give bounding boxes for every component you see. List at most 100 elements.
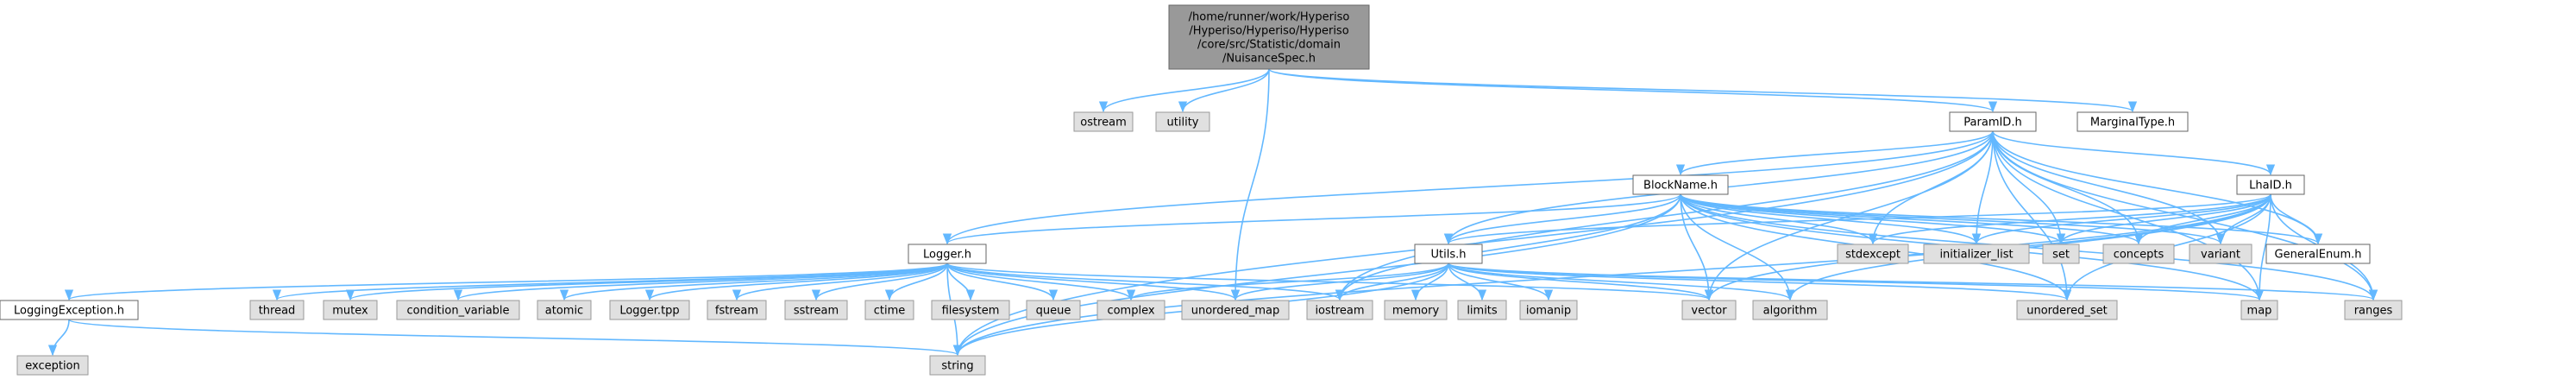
edge-utils-to-algorithm [1448,263,1794,301]
node-fstream-label: fstream [715,305,758,318]
node-lhaid[interactable]: LhaID.h [2236,174,2305,195]
node-generalenum[interactable]: GeneralEnum.h [2265,244,2371,264]
edge-lhaid-to-map [2254,193,2271,301]
node-iomanip-box [1519,300,1578,320]
edge-lhaid-to-initializer_list [1972,193,2271,245]
node-utility: utility [1155,111,1210,132]
edge-logger-to-queue [946,263,1059,301]
node-sstream: sstream [784,300,848,320]
node-thread: thread [249,300,305,320]
node-loggertpp: Logger.tpp [609,300,690,320]
edge-logger-to-mutex [346,263,948,301]
node-vector-box [1681,300,1737,320]
node-iomanip-label: iomanip [1526,305,1571,318]
edge-utils-to-ranges [1448,263,2378,301]
node-ctime: ctime [864,300,914,320]
node-root-label: /core/src/Statistic/domain [1197,39,1341,52]
node-stdexcept-box [1837,244,1909,264]
node-concepts: concepts [2102,244,2175,264]
node-marginaltype[interactable]: MarginalType.h [2077,111,2189,132]
node-set-box [2042,244,2080,264]
edges-layer [47,68,2378,357]
edge-root-to-unordered_map [1230,68,1270,301]
node-utils-label: Utils.h [1431,249,1467,262]
node-utils[interactable]: Utils.h [1414,244,1483,264]
node-queue-label: queue [1036,305,1071,318]
edge-logger-to-fstream [732,263,948,301]
node-ranges-label: ranges [2354,305,2393,318]
node-unordered_set-label: unordered_set [2026,305,2107,318]
edge-blockname-to-stdexcept [1680,193,1878,245]
node-root[interactable]: /home/runner/work/Hyperiso/Hyperiso/Hype… [1168,4,1370,70]
edge-blockname-to-vector [1680,193,1714,301]
node-logger[interactable]: Logger.h [908,244,987,264]
node-limits-box [1457,300,1507,320]
node-stdexcept-label: stdexcept [1845,249,1901,262]
node-exception-box [16,355,89,376]
node-utility-label: utility [1167,117,1199,130]
edge-loggingexception-to-exception [47,319,70,357]
node-ctime-label: ctime [874,305,906,318]
node-vector-label: vector [1691,305,1727,318]
edge-blockname-to-logger [943,193,1681,245]
edge-utils-to-limits [1448,263,1487,301]
node-mutex-label: mutex [332,305,368,318]
node-unordered_set-box [2016,300,2118,320]
edge-lhaid-to-generalenum [2270,193,2323,245]
node-blockname-box [1632,174,1729,195]
edge-paramid-to-lhaid [1992,130,2275,176]
node-blockname-label: BlockName.h [1643,180,1718,193]
edge-blockname-to-initializer_list [1680,193,1981,245]
node-sstream-box [784,300,848,320]
node-loggingexception-label: LoggingException.h [14,305,124,318]
edge-utils-to-complex [1127,263,1449,301]
node-complex: complex [1096,300,1165,320]
node-root-label: /home/runner/work/Hyperiso [1189,11,1350,24]
node-lhaid-label: LhaID.h [2249,180,2292,193]
node-blockname[interactable]: BlockName.h [1632,174,1729,195]
node-paramid-label: ParamID.h [1963,117,2021,130]
node-ostream-label: ostream [1080,117,1127,130]
node-filesystem-box [931,300,1010,320]
node-thread-box [249,300,305,320]
node-ctime-box [864,300,914,320]
node-variant: variant [2189,244,2252,264]
node-mutex-box [323,300,378,320]
edge-blockname-to-string [952,193,1681,357]
node-logger-label: Logger.h [923,249,971,262]
node-set: set [2042,244,2080,264]
edge-root-to-ostream [1098,68,1270,113]
node-thread-label: thread [259,305,296,318]
edge-utils-to-unordered_set [1448,263,2071,301]
edge-paramid-to-logger [943,130,1994,245]
node-loggertpp-box [609,300,690,320]
node-generalenum-box [2265,244,2371,264]
edge-root-to-paramid [1268,68,1997,113]
node-sstream-label: sstream [794,305,839,318]
node-utility-box [1155,111,1210,132]
node-filesystem: filesystem [931,300,1010,320]
edge-lhaid-to-stdexcept [1869,193,2271,245]
edge-logger-to-ctime [884,263,948,301]
edge-logger-to-vector [946,263,1713,301]
node-complex-box [1096,300,1165,320]
node-condition_variable-label: condition_variable [406,305,509,318]
node-initializer_list: initializer_list [1923,244,2030,264]
node-ranges: ranges [2344,300,2403,320]
node-loggingexception[interactable]: LoggingException.h [0,300,139,320]
node-condition_variable-box [396,300,520,320]
node-map-label: map [2247,305,2272,318]
node-ranges-box [2344,300,2403,320]
node-paramid-box [1949,111,2037,132]
edge-lhaid-to-utils [1444,193,2271,245]
node-string-label: string [941,360,973,373]
node-paramid[interactable]: ParamID.h [1949,111,2037,132]
edge-lhaid-to-set [2056,193,2271,245]
node-filesystem-label: filesystem [942,305,1000,318]
edge-paramid-to-ranges [1992,130,2378,301]
node-ostream-box [1073,111,1134,132]
node-iomanip: iomanip [1519,300,1578,320]
node-ostream: ostream [1073,111,1134,132]
node-variant-box [2189,244,2252,264]
